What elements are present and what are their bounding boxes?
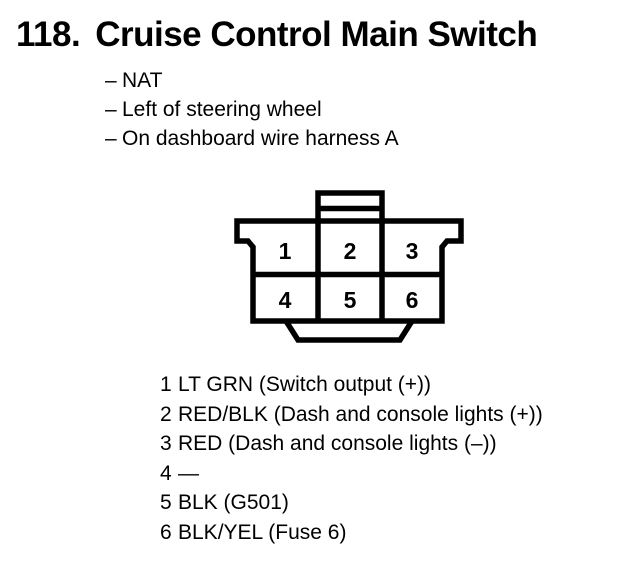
pin-number: 5 — [160, 491, 172, 515]
pin-description: — — [178, 461, 199, 485]
connector-diagram: 1 2 3 4 5 6 — [234, 190, 464, 343]
note-text: NAT — [122, 69, 163, 92]
connector-pin-number: 1 — [279, 238, 292, 264]
pin-row: 5 BLK (G501) — [160, 488, 543, 518]
section-number: 118. — [16, 15, 81, 54]
connector-pin-number: 5 — [344, 287, 357, 313]
pin-description: RED/BLK (Dash and console lights (+)) — [178, 402, 543, 426]
pin-row: 3 RED (Dash and console lights (–)) — [160, 429, 543, 459]
connector-outline — [234, 218, 464, 324]
dash-bullet: – — [105, 127, 117, 150]
section-title: Cruise Control Main Switch — [95, 15, 538, 54]
note-text: Left of steering wheel — [122, 98, 322, 121]
pin-number: 1 — [160, 373, 172, 396]
pin-row: 1 LT GRN (Switch output (+)) — [160, 370, 543, 400]
page-title: 118. Cruise Control Main Switch — [16, 15, 538, 54]
pin-row: 6 BLK/YEL (Fuse 6) — [160, 518, 543, 548]
pin-description: BLK/YEL (Fuse 6) — [178, 520, 347, 544]
connector-pin-number: 4 — [279, 287, 292, 313]
note-item: – Left of steering wheel — [105, 95, 399, 124]
connector-keying-tab — [283, 319, 415, 343]
pin-row: 4 — — [160, 459, 543, 489]
dash-bullet: – — [105, 98, 117, 121]
pin-number: 2 — [160, 402, 172, 426]
pin-list: 1 LT GRN (Switch output (+)) 2 RED/BLK (… — [160, 370, 543, 548]
connector-pin-number: 6 — [406, 287, 419, 313]
note-item: – NAT — [105, 66, 399, 95]
note-item: – On dashboard wire harness A — [105, 124, 399, 153]
connector-pin-number: 2 — [344, 238, 357, 264]
note-text: On dashboard wire harness A — [122, 127, 399, 150]
pin-description: LT GRN (Switch output (+)) — [178, 373, 432, 396]
pin-description: BLK (G501) — [178, 491, 289, 515]
pin-row: 2 RED/BLK (Dash and console lights (+)) — [160, 400, 543, 430]
pin-description: RED (Dash and console lights (–)) — [178, 432, 497, 456]
pin-number: 4 — [160, 461, 172, 485]
connector-pin-number: 3 — [406, 238, 419, 264]
notes-list: – NAT – Left of steering wheel – On dash… — [105, 66, 399, 153]
dash-bullet: – — [105, 69, 117, 92]
pin-number: 6 — [160, 520, 172, 544]
pin-number: 3 — [160, 432, 172, 456]
